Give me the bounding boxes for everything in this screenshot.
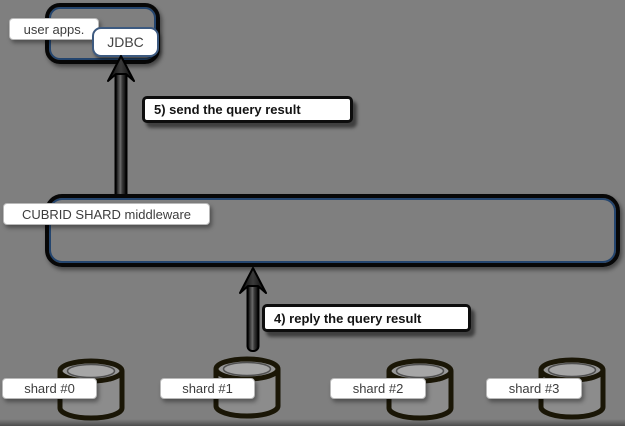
shard2-label: shard #2	[330, 378, 426, 399]
user-apps-label-text: user apps.	[23, 21, 85, 37]
shard1-label: shard #1	[160, 378, 255, 399]
middleware-label-text: CUBRID SHARD middleware	[21, 206, 192, 222]
user-apps-label: user apps.	[9, 18, 99, 40]
arrow-up-send-result-icon	[107, 55, 135, 197]
shard0-label-text: shard #0	[24, 381, 75, 396]
shard3-label: shard #3	[486, 378, 582, 399]
jdbc-label-text: JDBC	[107, 34, 144, 50]
shard1-label-text: shard #1	[182, 381, 233, 396]
middleware-label: CUBRID SHARD middleware	[3, 203, 210, 225]
step5-text: 5) send the query result	[154, 102, 301, 117]
shard3-label-text: shard #3	[508, 381, 560, 396]
arrow-up-reply-result-icon	[239, 267, 267, 352]
shard0-label: shard #0	[2, 378, 97, 399]
shard2-label-text: shard #2	[352, 381, 404, 396]
step5-callout: 5) send the query result	[142, 96, 353, 123]
middleware-box	[45, 194, 620, 267]
step4-callout: 4) reply the query result	[262, 304, 471, 332]
jdbc-box: JDBC	[92, 27, 159, 57]
step4-text: 4) reply the query result	[274, 310, 422, 326]
